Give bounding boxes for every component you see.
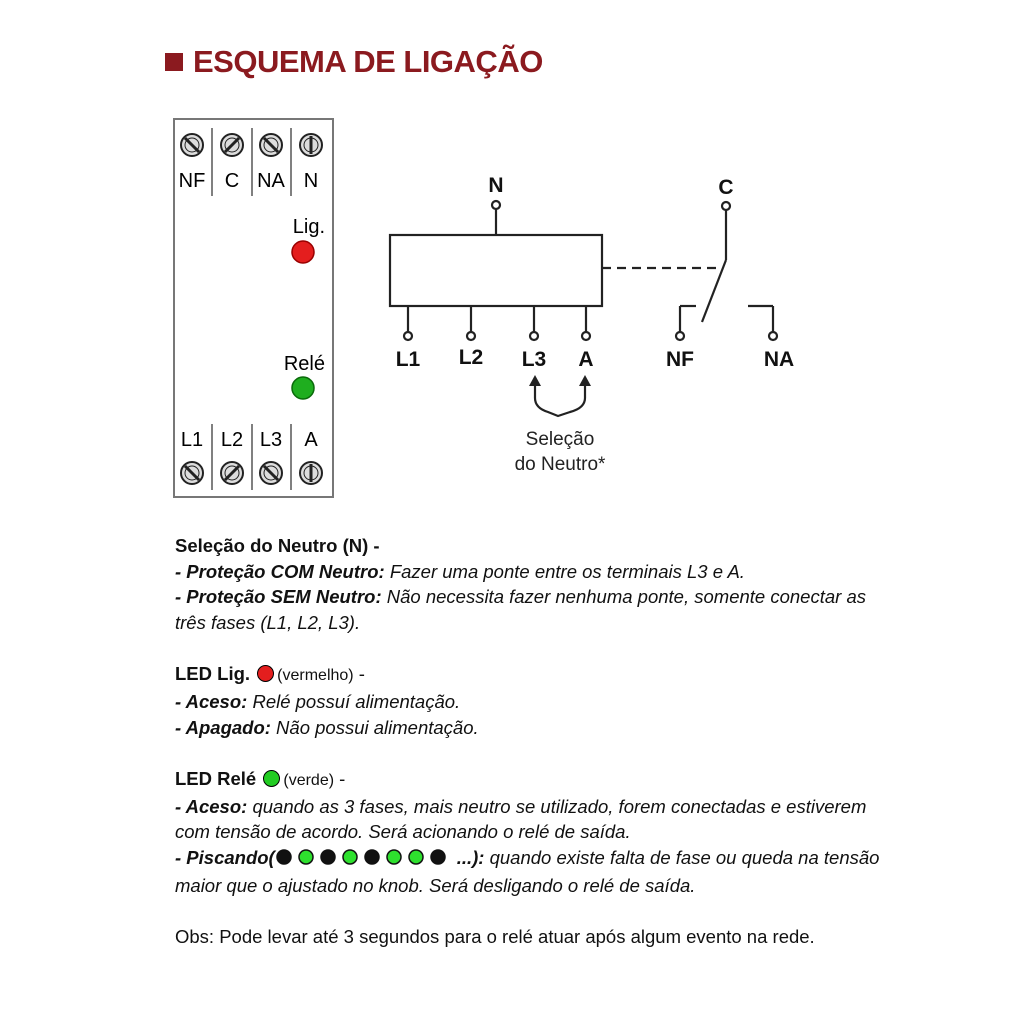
device-outline <box>173 118 334 498</box>
screw-icon <box>180 133 204 157</box>
neutral-title: Seleção do Neutro (N) - <box>175 535 380 556</box>
led-rele-title: LED Relé (verde) - <box>175 768 346 790</box>
red-led-icon <box>257 665 275 683</box>
neutral-sem-line: - Proteção SEM Neutro: Não necessita faz… <box>175 586 866 633</box>
selection-caption-line2: do Neutro* <box>515 454 606 475</box>
green-led-icon <box>263 770 281 788</box>
lig-aceso-line: - Aceso: Relé possuí alimentação. <box>175 690 461 712</box>
relay-box <box>388 233 604 308</box>
rele-aceso-line: - Aceso: quando as 3 fases, mais neutro … <box>175 795 867 843</box>
schematic-label-l2: L2 <box>459 346 484 369</box>
schematic-label-a: A <box>578 348 593 371</box>
terminal-label-na: NA <box>257 170 285 192</box>
blinking-led-icon <box>275 847 457 873</box>
terminal-label-l1: L1 <box>181 429 203 451</box>
schematic-label-na: NA <box>764 348 794 371</box>
terminal-label-nf: NF <box>179 170 206 192</box>
device-front-panel: NF C NA N Lig. Relé L1 L2 L3 A <box>173 118 334 498</box>
led-lig-title: LED Lig. (vermelho) - <box>175 663 365 685</box>
terminal-label-l2: L2 <box>221 429 243 451</box>
terminal-label-a: A <box>304 429 318 451</box>
terminal-label-l3: L3 <box>260 429 282 451</box>
screw-icon <box>220 461 244 485</box>
heading-square-icon <box>165 53 183 71</box>
screw-icon <box>220 133 244 157</box>
led-lig-indicator <box>291 240 315 264</box>
led-rele-indicator <box>291 376 315 400</box>
notes-section: Seleção do Neutro (N) - - Proteção COM N… <box>175 533 895 950</box>
neutral-com-line: - Proteção COM Neutro: Fazer uma ponte e… <box>175 560 745 582</box>
schematic-label-l1: L1 <box>396 348 421 371</box>
heading-text: ESQUEMA DE LIGAÇÃO <box>193 44 543 79</box>
schematic-label-l3: L3 <box>522 348 547 371</box>
selection-caption-line1: Seleção <box>526 429 595 450</box>
screw-icon <box>259 133 283 157</box>
terminal-label-c: C <box>225 170 239 192</box>
obs-note: Obs: Pode levar até 3 segundos para o re… <box>175 926 815 948</box>
screw-icon <box>299 461 323 485</box>
lig-apagado-line: - Apagado: Não possui alimentação. <box>175 716 479 738</box>
screw-icon <box>259 461 283 485</box>
section-heading: ESQUEMA DE LIGAÇÃO <box>165 42 543 82</box>
wiring-schematic: N C L1 L2 L3 A NF NA Seleção do Neutro* <box>388 174 794 475</box>
screw-icon <box>180 461 204 485</box>
rele-piscando-line: - Piscando( ...): quando existe falta de… <box>175 846 880 896</box>
schematic-label-nf: NF <box>666 348 694 371</box>
screw-icon <box>299 133 323 157</box>
led-lig-label: Lig. <box>293 216 325 238</box>
led-rele-label: Relé <box>284 353 325 375</box>
schematic-label-n: N <box>488 174 503 197</box>
terminal-label-n: N <box>304 170 318 192</box>
schematic-label-c: C <box>718 176 733 199</box>
